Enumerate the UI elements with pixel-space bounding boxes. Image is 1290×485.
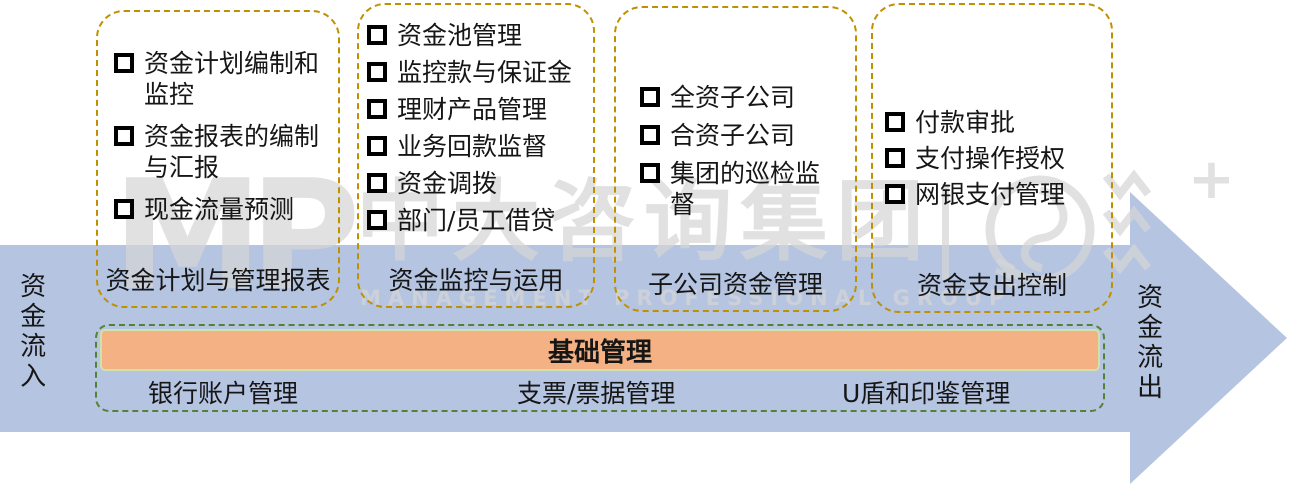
base-management-title-bar: 基础管理 [100,329,1100,371]
base-item-cheque-bills: 支票/票据管理 [517,379,676,408]
checkbox-icon [885,148,905,168]
list-item-label: 业务回款监督 [397,132,548,161]
list-item-label: 全资子公司 [670,83,796,112]
list-item: 资金计划编制和监控 [114,48,330,110]
list-item-label: 集团的巡检监督 [670,159,821,219]
list-item-label: 支付操作授权 [915,144,1066,173]
list-item: 资金报表的编制与汇报 [114,121,330,183]
list-item-label: 资金报表的编制与汇报 [144,122,320,182]
checkbox-icon [885,112,905,132]
list-item: 全资子公司 [640,82,837,113]
list-item-label: 资金调拨 [397,169,498,198]
checkbox-icon [114,126,134,146]
list-item-label: 合资子公司 [670,121,796,150]
list-item-label: 监控款与保证金 [397,58,573,87]
category-box-funds-planning: 资金计划编制和监控 资金报表的编制与汇报 现金流量预测 资金计划与管理报表 [96,10,340,308]
list-item: 集团的巡检监督 [640,158,837,220]
checkbox-icon [640,125,660,145]
checkbox-icon [367,210,387,230]
list-item-label: 资金池管理 [397,21,523,50]
list-item: 资金调拨 [367,168,589,199]
category-box-funds-payout-control: 付款审批 支付操作授权 网银支付管理 资金支出控制 [871,3,1113,313]
base-item-bank-accounts: 银行账户管理 [148,379,299,408]
list-item-label: 付款审批 [915,108,1016,137]
list-item: 付款审批 [885,107,1103,138]
list-item: 合资子公司 [640,120,837,151]
checkbox-icon [640,87,660,107]
checkbox-icon [640,163,660,183]
funds-outflow-label: 资金流出 [1132,283,1163,403]
list-item-label: 现金流量预测 [144,195,295,224]
base-management-box: 基础管理 银行账户管理 支票/票据管理 U盾和印鉴管理 [95,324,1105,412]
list-item: 现金流量预测 [114,194,330,225]
list-item: 支付操作授权 [885,143,1103,174]
list-item-label: 网银支付管理 [915,180,1066,209]
base-management-items: 银行账户管理 支票/票据管理 U盾和印鉴管理 [97,378,1103,410]
category-box-subsidiary-funds: 全资子公司 合资子公司 集团的巡检监督 子公司资金管理 [614,6,857,312]
category-box-funds-monitoring: 资金池管理 监控款与保证金 理财产品管理 业务回款监督 资金调拨 部门/员工借贷… [357,3,595,308]
list-item: 理财产品管理 [367,94,589,125]
list-item-label: 资金计划编制和监控 [144,49,320,109]
list-item: 业务回款监督 [367,131,589,162]
category-title: 资金计划与管理报表 [105,266,331,295]
checkbox-icon [367,136,387,156]
checkbox-icon [367,62,387,82]
checkbox-icon [367,99,387,119]
checkbox-icon [885,184,905,204]
list-item: 监控款与保证金 [367,57,589,88]
category-title: 资金监控与运用 [388,266,564,295]
base-item-ukey-seals: U盾和印鉴管理 [842,379,1011,408]
category-title: 资金支出控制 [916,271,1067,300]
list-item: 网银支付管理 [885,179,1103,210]
list-item: 部门/员工借贷 [367,205,589,236]
list-item: 资金池管理 [367,20,589,51]
checkbox-icon [114,53,134,73]
list-item-label: 理财产品管理 [397,95,548,124]
checkbox-icon [367,173,387,193]
category-title: 子公司资金管理 [647,270,823,299]
checkbox-icon [367,25,387,45]
checkbox-icon [114,199,134,219]
list-item-label: 部门/员工借贷 [397,206,556,235]
funds-inflow-label: 资金流入 [15,272,46,392]
